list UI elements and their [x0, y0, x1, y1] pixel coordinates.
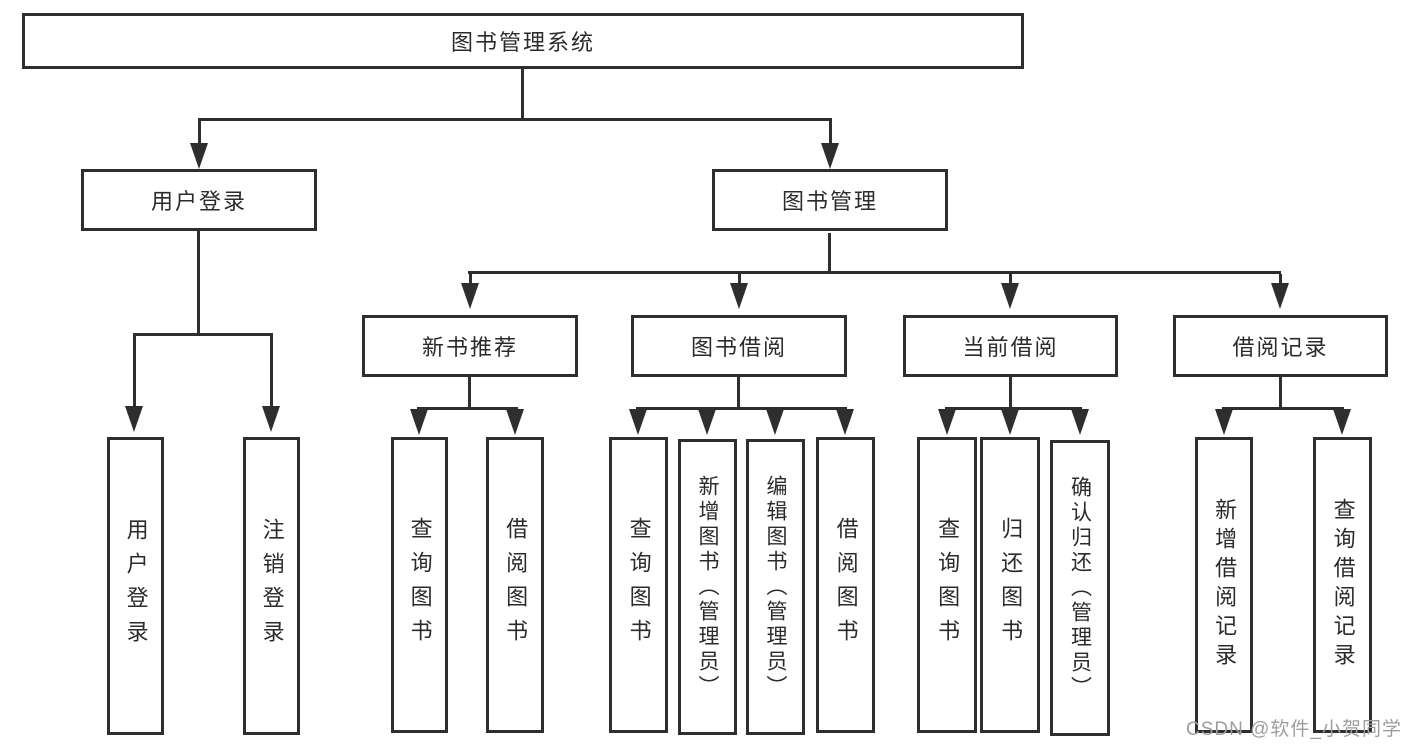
node-label: 新书推荐 [421, 335, 518, 360]
node-label: 借阅记录 [1232, 335, 1329, 360]
leaf-add-borrow-record: 新增借阅记录 [1195, 437, 1253, 733]
node-borrow-records: 借阅记录 [1173, 315, 1388, 377]
leaf-label: 编辑图书（管理员） [764, 474, 788, 700]
leaf-query-books: 查询图书 [917, 437, 977, 733]
node-new-book-recommend: 新书推荐 [362, 315, 578, 377]
leaf-query-borrow-record: 查询借阅记录 [1313, 437, 1372, 733]
connector-line [738, 274, 741, 283]
arrow-down [730, 283, 748, 309]
leaf-label: 用户登录 [123, 518, 149, 654]
node-book-borrow: 图书借阅 [631, 315, 847, 377]
leaf-label: 新增借阅记录 [1212, 498, 1238, 672]
connector-line [1222, 407, 1344, 410]
leaf-return-book: 归还图书 [980, 437, 1040, 733]
node-user-login: 用户登录 [81, 169, 317, 231]
leaf-label: 查询图书 [935, 517, 961, 653]
watermark: CSDN @软件_小贺同学 [1186, 719, 1402, 740]
arrow-down [629, 409, 647, 435]
connector-line [1279, 377, 1282, 409]
leaf-borrow-books: 借阅图书 [486, 437, 544, 733]
connector-line [945, 407, 1082, 410]
leaf-label: 借阅图书 [833, 517, 859, 653]
leaf-query-books: 查询图书 [391, 437, 448, 733]
leaf-label: 新增图书（管理员） [696, 474, 720, 700]
leaf-label: 借阅图书 [503, 517, 529, 653]
connector-line [468, 377, 471, 409]
node-root: 图书管理系统 [22, 13, 1024, 69]
leaf-add-book-admin: 新增图书（管理员） [678, 439, 737, 735]
connector-line [270, 336, 273, 406]
node-root-label: 图书管理系统 [450, 30, 595, 55]
arrow-down [836, 409, 854, 435]
leaf-query-books: 查询图书 [609, 437, 668, 733]
connector-line [636, 407, 847, 410]
arrow-down [766, 409, 784, 435]
arrow-down [821, 143, 839, 169]
connector-line [521, 69, 524, 120]
leaf-label: 查询借阅记录 [1330, 498, 1356, 672]
arrow-down [1271, 283, 1289, 309]
connector-line [133, 336, 136, 406]
connector-line [198, 121, 201, 145]
connector-line [417, 407, 518, 410]
node-label: 用户登录 [150, 189, 247, 214]
connector-line [197, 231, 200, 335]
leaf-user-login: 用户登录 [107, 437, 164, 735]
connector-line [1009, 274, 1012, 283]
arrow-down [938, 409, 956, 435]
arrow-down [262, 406, 280, 432]
leaf-edit-book-admin: 编辑图书（管理员） [746, 439, 805, 735]
arrow-down [1215, 409, 1233, 435]
arrow-down [1071, 409, 1089, 435]
arrow-down [1001, 283, 1019, 309]
connector-line [1279, 274, 1282, 283]
arrow-down [190, 143, 208, 169]
connector-line [198, 118, 832, 121]
leaf-label: 注销登录 [259, 518, 285, 654]
node-book-management: 图书管理 [712, 169, 948, 231]
connector-line [828, 233, 831, 274]
leaf-label: 归还图书 [998, 517, 1024, 653]
arrow-down [125, 406, 143, 432]
arrow-down [698, 409, 716, 435]
connector-line [1009, 377, 1012, 409]
arrow-down [506, 409, 524, 435]
leaf-label: 确认归还（管理员） [1068, 475, 1092, 701]
arrow-down [1001, 409, 1019, 435]
connector-line [133, 333, 273, 336]
node-label: 图书管理 [781, 189, 878, 214]
leaf-confirm-return-admin: 确认归还（管理员） [1050, 440, 1110, 736]
arrow-down [1333, 409, 1351, 435]
connector-line [469, 274, 472, 283]
arrow-down [410, 409, 428, 435]
arrow-down [461, 283, 479, 309]
leaf-logout: 注销登录 [243, 437, 300, 735]
node-label: 当前借阅 [962, 335, 1059, 360]
leaf-borrow-books: 借阅图书 [816, 437, 875, 733]
connector-line [737, 377, 740, 409]
connector-line [829, 121, 832, 145]
node-label: 图书借阅 [690, 335, 787, 360]
connector-line [468, 271, 1281, 274]
node-current-borrow: 当前借阅 [903, 315, 1118, 377]
leaf-label: 查询图书 [626, 517, 652, 653]
leaf-label: 查询图书 [407, 517, 433, 653]
